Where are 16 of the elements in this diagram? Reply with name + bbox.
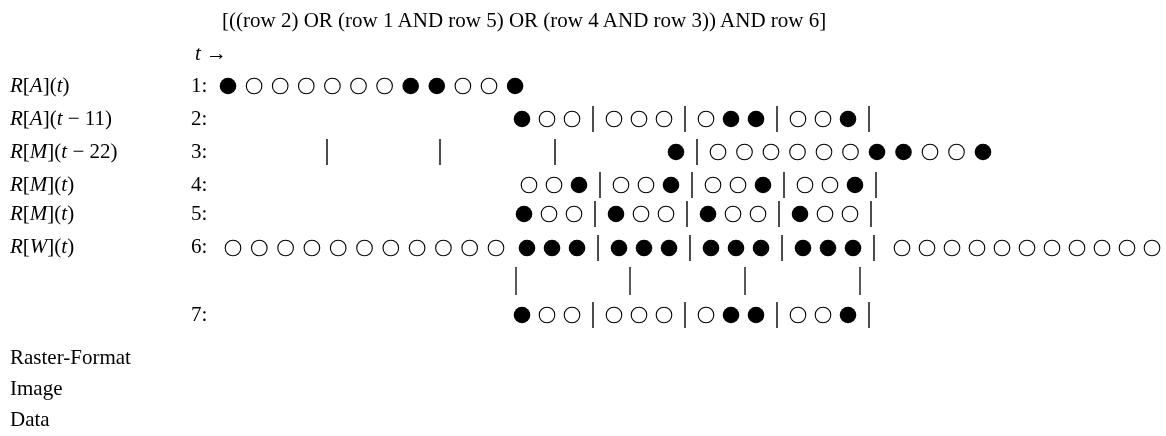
row-number: 4: bbox=[191, 174, 208, 195]
row-number: 6: bbox=[191, 236, 208, 257]
row-number: 3: bbox=[191, 141, 208, 162]
row-number: 5: bbox=[191, 203, 208, 224]
row-label: R[W](t) bbox=[10, 236, 75, 257]
time-axis-label: t → bbox=[195, 43, 228, 64]
row-number: 1: bbox=[191, 75, 208, 96]
row-number: 2: bbox=[191, 108, 208, 129]
row-label: R[A](t − 11) bbox=[10, 108, 113, 129]
note-text: Raster-Format Image Data bbox=[10, 344, 132, 433]
formula-title: [((row 2) OR (row 1 AND row 5) OR (row 4 AND row 3)) AND row 6] bbox=[222, 10, 827, 31]
row-label: R[M](t) bbox=[10, 174, 75, 195]
row-label: R[M](t − 22) bbox=[10, 141, 118, 162]
row-label: R[A](t) bbox=[10, 75, 70, 96]
row-label: R[M](t) bbox=[10, 203, 75, 224]
row-number: 7: bbox=[191, 304, 208, 325]
